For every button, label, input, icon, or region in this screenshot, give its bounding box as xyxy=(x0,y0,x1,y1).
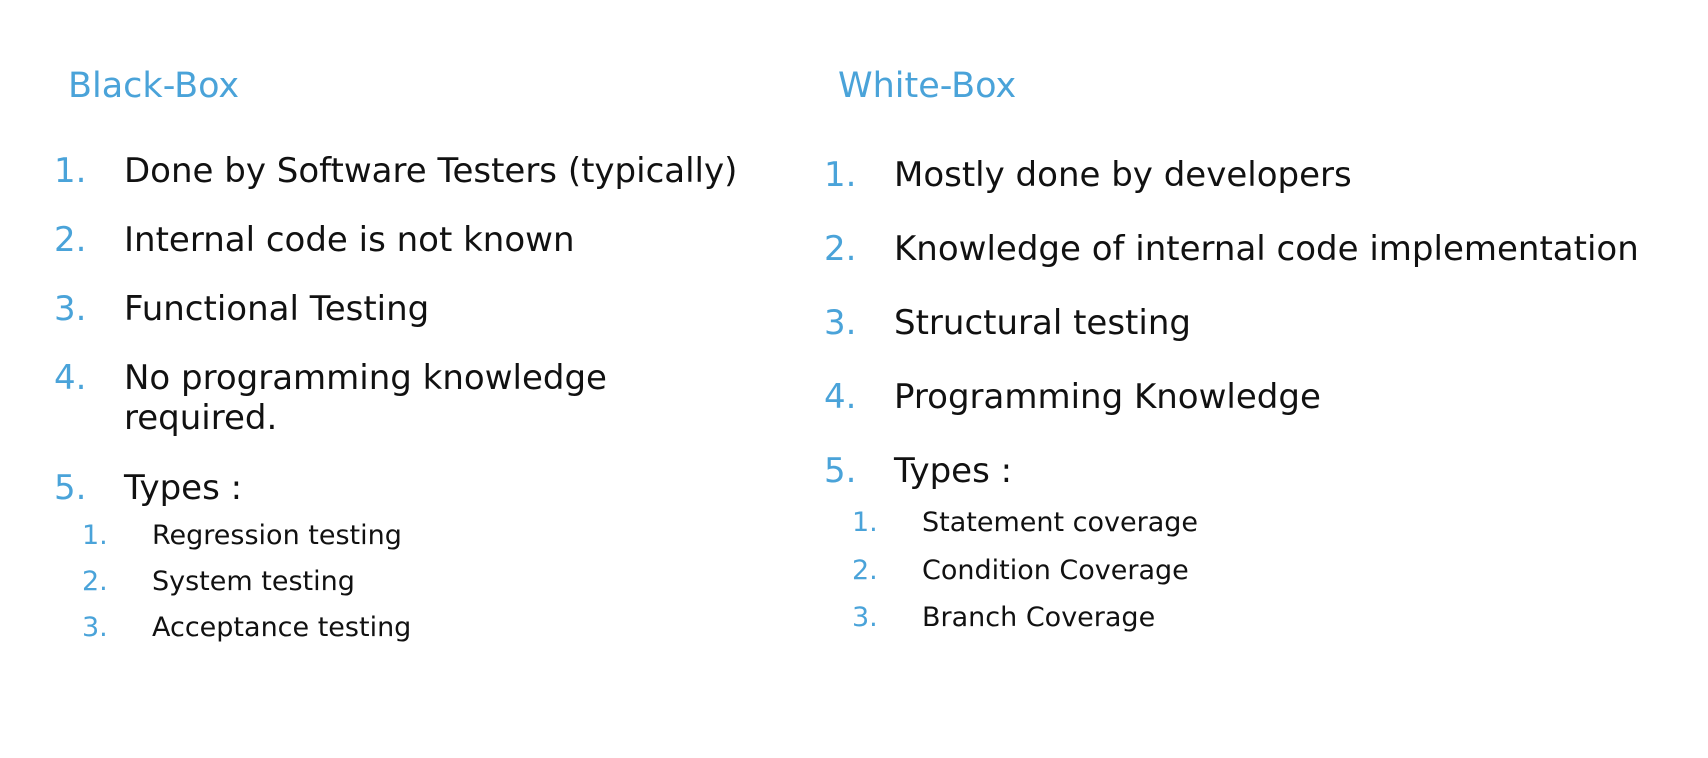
list-text: Knowledge of internal code implementatio… xyxy=(894,229,1639,269)
white-box-heading: White-Box xyxy=(838,66,1017,106)
sub-list-number: 3. xyxy=(852,602,878,633)
black-box-column: Black-Box 1. Done by Software Testers (t… xyxy=(0,0,820,758)
list-number: 2. xyxy=(54,220,87,260)
list-text: Types : xyxy=(894,451,1013,491)
list-text: Done by Software Testers (typically) xyxy=(124,151,738,191)
sub-list-text: Condition Coverage xyxy=(922,555,1189,586)
list-number: 1. xyxy=(54,151,87,191)
list-number: 2. xyxy=(824,229,857,269)
white-box-column: White-Box 1. Mostly done by developers 2… xyxy=(774,0,1708,758)
list-text: Mostly done by developers xyxy=(894,155,1352,195)
list-text: Internal code is not known xyxy=(124,220,575,260)
list-number: 1. xyxy=(824,155,857,195)
sub-list-number: 1. xyxy=(82,520,108,551)
list-number: 4. xyxy=(54,358,87,398)
list-number: 5. xyxy=(54,468,87,508)
list-number: 4. xyxy=(824,377,857,417)
sub-list-number: 2. xyxy=(852,555,878,586)
sub-list-text: System testing xyxy=(152,566,355,597)
sub-list-text: Regression testing xyxy=(152,520,402,551)
sub-list-text: Acceptance testing xyxy=(152,612,412,643)
list-item: 4. No programming knowledge required. xyxy=(54,357,814,441)
list-number: 5. xyxy=(824,451,857,491)
black-box-heading: Black-Box xyxy=(68,66,240,106)
list-text: Types : xyxy=(124,468,243,508)
list-number: 3. xyxy=(824,303,857,343)
list-text-continuation: required. xyxy=(124,398,278,438)
sub-list-number: 3. xyxy=(82,612,108,643)
list-number: 3. xyxy=(54,289,87,329)
list-text: Programming Knowledge xyxy=(894,377,1321,417)
sub-list-number: 2. xyxy=(82,566,108,597)
sub-list-number: 1. xyxy=(852,507,878,538)
sub-list-text: Statement coverage xyxy=(922,507,1199,538)
list-text: Structural testing xyxy=(894,303,1191,343)
sub-list-text: Branch Coverage xyxy=(922,602,1156,633)
list-text: Functional Testing xyxy=(124,289,430,329)
list-text: No programming knowledge xyxy=(124,358,607,398)
